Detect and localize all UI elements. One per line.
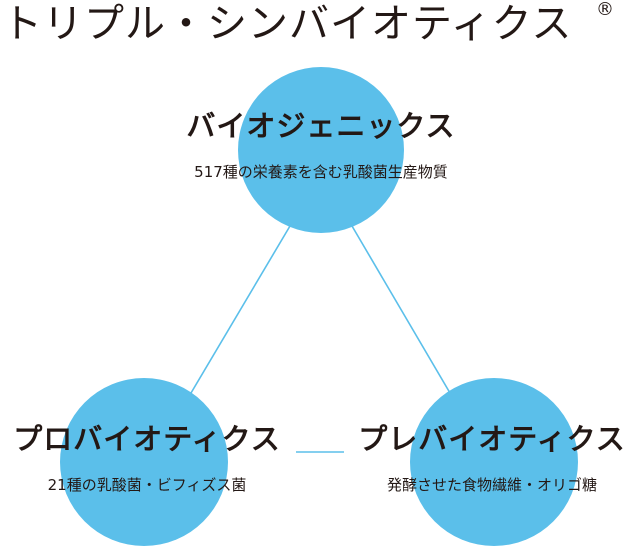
title-row: トリプル・シンバイオティクス ® [0, 0, 640, 52]
prebiotics-label: プレバイオティクス [358, 422, 626, 456]
circle-probiotics [60, 378, 228, 546]
connector-top-left [190, 225, 291, 394]
registered-mark: ® [596, 0, 614, 20]
probiotics-description: 21種の乳酸菌・ビフィズス菌 [47, 476, 247, 494]
circle-prebiotics [410, 378, 578, 546]
page-title: トリプル・シンバイオティクス [2, 1, 573, 47]
probiotics-label: プロバイオティクス [13, 422, 281, 456]
connector-top-right [351, 225, 451, 394]
circle-biogenics [238, 67, 404, 233]
biogenics-label: バイオジェニックス [186, 109, 456, 143]
prebiotics-description: 発酵させた食物繊維・オリゴ糖 [386, 476, 598, 494]
biogenics-description: 517種の栄養素を含む乳酸菌生産物質 [194, 163, 448, 181]
